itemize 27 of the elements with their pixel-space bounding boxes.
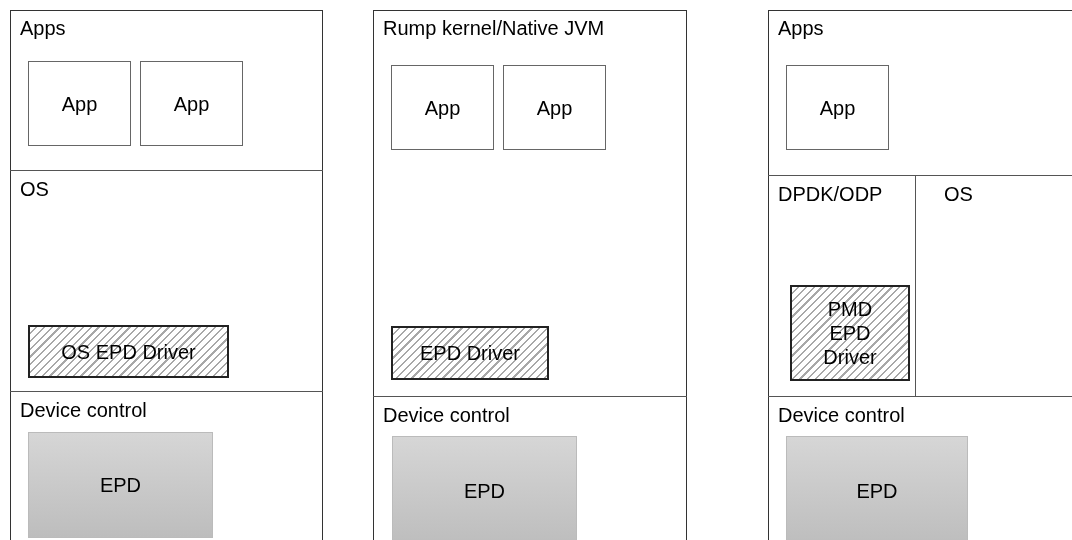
- app-box: App: [28, 61, 131, 146]
- driver-box: PMD EPD Driver: [790, 285, 910, 381]
- app-box: App: [391, 65, 494, 150]
- app-box: App: [140, 61, 243, 146]
- epd-box: EPD: [786, 436, 968, 540]
- stack-column-box: [373, 10, 687, 540]
- layer-heading: Apps: [778, 16, 824, 40]
- app-box: App: [786, 65, 889, 150]
- layer-heading: Apps: [20, 16, 66, 40]
- stack-column-box: [10, 10, 323, 540]
- layer-heading: Device control: [20, 398, 147, 422]
- layer-heading: Rump kernel/Native JVM: [383, 16, 605, 40]
- layer-band: [10, 391, 323, 540]
- layer-band: [373, 396, 687, 540]
- layer-band: [768, 175, 916, 396]
- driver-box: EPD Driver: [391, 326, 549, 380]
- layer-heading: DPDK/ODP: [778, 182, 883, 206]
- app-box: App: [503, 65, 606, 150]
- layer-band: [768, 396, 1072, 540]
- layer-heading: OS: [20, 177, 49, 201]
- stack-column-box: [768, 10, 1072, 540]
- epd-box: EPD: [392, 436, 577, 540]
- epd-box: EPD: [28, 432, 213, 538]
- layer-heading: Device control: [383, 403, 510, 427]
- layer-heading: Device control: [778, 403, 905, 427]
- layer-heading: OS: [944, 182, 973, 206]
- driver-box: OS EPD Driver: [28, 325, 229, 378]
